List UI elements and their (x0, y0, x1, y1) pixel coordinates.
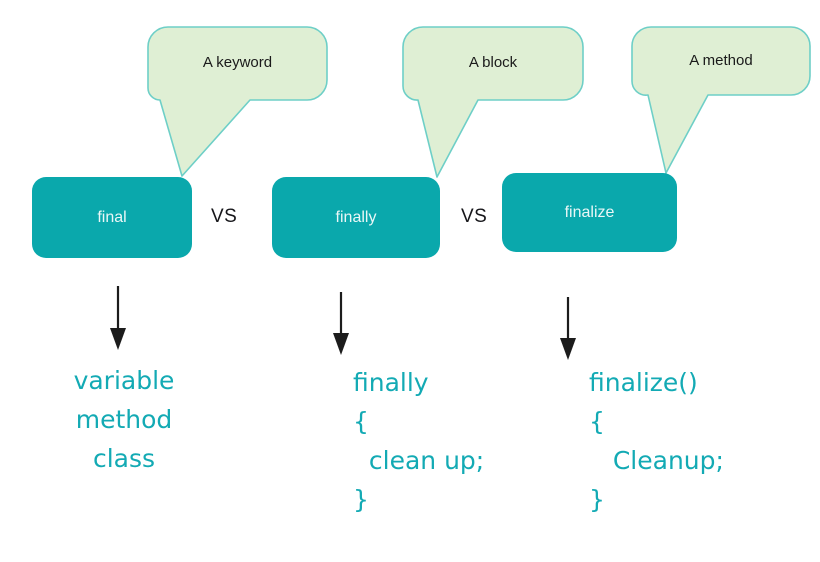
callout-keyword[interactable] (147, 26, 328, 177)
arrow-finally (333, 292, 349, 355)
callout-keyword-shape (147, 26, 328, 177)
box-finalize-label: finalize (564, 204, 615, 221)
callout-method[interactable] (631, 26, 811, 174)
finalize-details-text: finalize() { Cleanup; } (589, 368, 724, 514)
box-finally[interactable] (272, 177, 440, 258)
callout-method-shape (631, 26, 811, 174)
final-details-text: variable method class (73, 366, 175, 473)
callout-block[interactable] (402, 26, 584, 178)
callout-block-shape (402, 26, 584, 178)
box-finally-label: finally (335, 209, 377, 226)
finally-details-text: finally { clean up; } (353, 368, 485, 514)
box-final[interactable] (32, 177, 192, 258)
arrow-final (110, 286, 126, 350)
box-final-label: final (97, 209, 127, 226)
callout-method-label: A method (689, 52, 753, 69)
callout-keyword-label: A keyword (202, 54, 273, 71)
callout-block-label: A block (468, 54, 518, 71)
box-finalize[interactable] (502, 173, 677, 252)
separator-vs-2: VS (461, 206, 488, 227)
arrow-finalize (560, 297, 576, 360)
separator-vs-1: VS (211, 206, 238, 227)
